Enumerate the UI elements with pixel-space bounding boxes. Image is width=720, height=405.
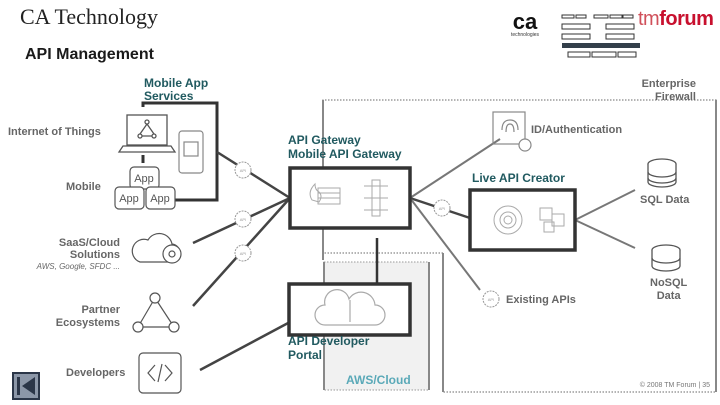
copyright-footer: © 2008 TM Forum | 35 bbox=[639, 382, 710, 389]
code-icon bbox=[138, 352, 182, 394]
mobile-app-services-line2: Services bbox=[144, 89, 194, 103]
gateway-line1: API Gateway bbox=[288, 133, 361, 147]
circuit-icon bbox=[364, 179, 388, 217]
saas-line2: Solutions bbox=[69, 249, 120, 261]
app-label-right: App bbox=[150, 193, 170, 205]
tmforum-logo-tm: tm bbox=[638, 8, 660, 30]
partner-line2: Ecosystems bbox=[55, 317, 120, 329]
laptop-icon bbox=[117, 114, 177, 153]
partner-label: Partner Ecosystems bbox=[56, 304, 120, 330]
ca-logo-subtext: technologies bbox=[510, 32, 540, 38]
partner-line1: Partner bbox=[81, 304, 120, 316]
sql-database-icon bbox=[647, 158, 677, 188]
gateway-line2: Mobile API Gateway bbox=[288, 147, 402, 161]
mobile-app-services-label: Mobile App Services bbox=[144, 77, 208, 103]
nosql-line2: Data bbox=[656, 290, 681, 302]
api-gear-icon bbox=[482, 290, 500, 308]
enterprise-firewall-line2: Firewall bbox=[655, 91, 696, 103]
iot-label: Internet of Things bbox=[8, 126, 101, 138]
cloud-circuit-icon bbox=[314, 289, 386, 326]
app-label-left: App bbox=[119, 193, 139, 205]
app-blocks-icon bbox=[114, 166, 176, 210]
nosql-line1: NoSQL bbox=[650, 277, 688, 289]
first-slide-icon bbox=[17, 377, 35, 395]
cloud-disc-icon bbox=[131, 232, 182, 264]
developer-portal-box bbox=[287, 282, 412, 337]
api-gear-icon bbox=[234, 210, 252, 228]
page-title: CA Technology bbox=[20, 4, 158, 29]
ca-logo: ca technologies bbox=[505, 9, 545, 39]
nosql-database-icon bbox=[651, 244, 681, 272]
developer-portal-line2: Portal bbox=[288, 348, 323, 362]
page-subtitle: API Management bbox=[25, 46, 154, 63]
live-api-creator-label: Live API Creator bbox=[472, 171, 565, 185]
api-gear-icon bbox=[433, 199, 451, 217]
existing-apis-label: Existing APIs bbox=[506, 294, 576, 306]
mobile-app-services-line1: Mobile App bbox=[144, 76, 209, 90]
gear-cycle-icon bbox=[493, 205, 523, 235]
api-gear-icon bbox=[234, 244, 252, 262]
app-label-top: App bbox=[134, 173, 154, 185]
tmforum-logo-forum: forum bbox=[659, 8, 714, 30]
org-chart-icon bbox=[561, 14, 640, 58]
firewall-icon bbox=[309, 182, 341, 205]
first-slide-button[interactable] bbox=[12, 372, 40, 400]
api-badge-text: API bbox=[240, 168, 246, 173]
id-auth-label: ID/Authentication bbox=[531, 124, 623, 136]
ca-logo-text: ca bbox=[512, 9, 538, 34]
developers-label: Developers bbox=[66, 367, 126, 379]
api-badge-text: API bbox=[240, 217, 246, 222]
nosql-label: NoSQL Data bbox=[650, 277, 687, 303]
developer-portal-label: API Developer Portal bbox=[288, 334, 369, 362]
developer-portal-line1: API Developer bbox=[288, 334, 370, 348]
mobile-services-bracket bbox=[141, 101, 219, 202]
saas-label: SaaS/Cloud Solutions AWS, Google, SFDC .… bbox=[37, 237, 120, 273]
api-badge-text: API bbox=[488, 297, 494, 302]
api-gateway-box bbox=[288, 166, 412, 230]
gateway-label: API Gateway Mobile API Gateway bbox=[288, 133, 402, 161]
api-badge-text: API bbox=[240, 251, 246, 256]
aws-cloud-label: AWS/Cloud bbox=[346, 373, 411, 387]
mobile-label: Mobile bbox=[66, 181, 101, 193]
enterprise-firewall-label: Enterprise Firewall bbox=[642, 78, 696, 104]
api-badge-text: API bbox=[439, 206, 445, 211]
api-gear-icon bbox=[234, 161, 252, 179]
tmforum-logo: tmforum bbox=[638, 8, 714, 31]
fingerprint-icon bbox=[492, 111, 532, 152]
partner-network-icon bbox=[132, 292, 180, 333]
sql-data-label: SQL Data bbox=[640, 194, 690, 206]
puzzle-icon bbox=[539, 207, 565, 233]
mobile-phone-icon bbox=[178, 130, 204, 174]
saas-examples: AWS, Google, SFDC ... bbox=[36, 262, 120, 271]
enterprise-firewall-line1: Enterprise bbox=[641, 78, 696, 90]
saas-line1: SaaS/Cloud bbox=[58, 237, 120, 249]
